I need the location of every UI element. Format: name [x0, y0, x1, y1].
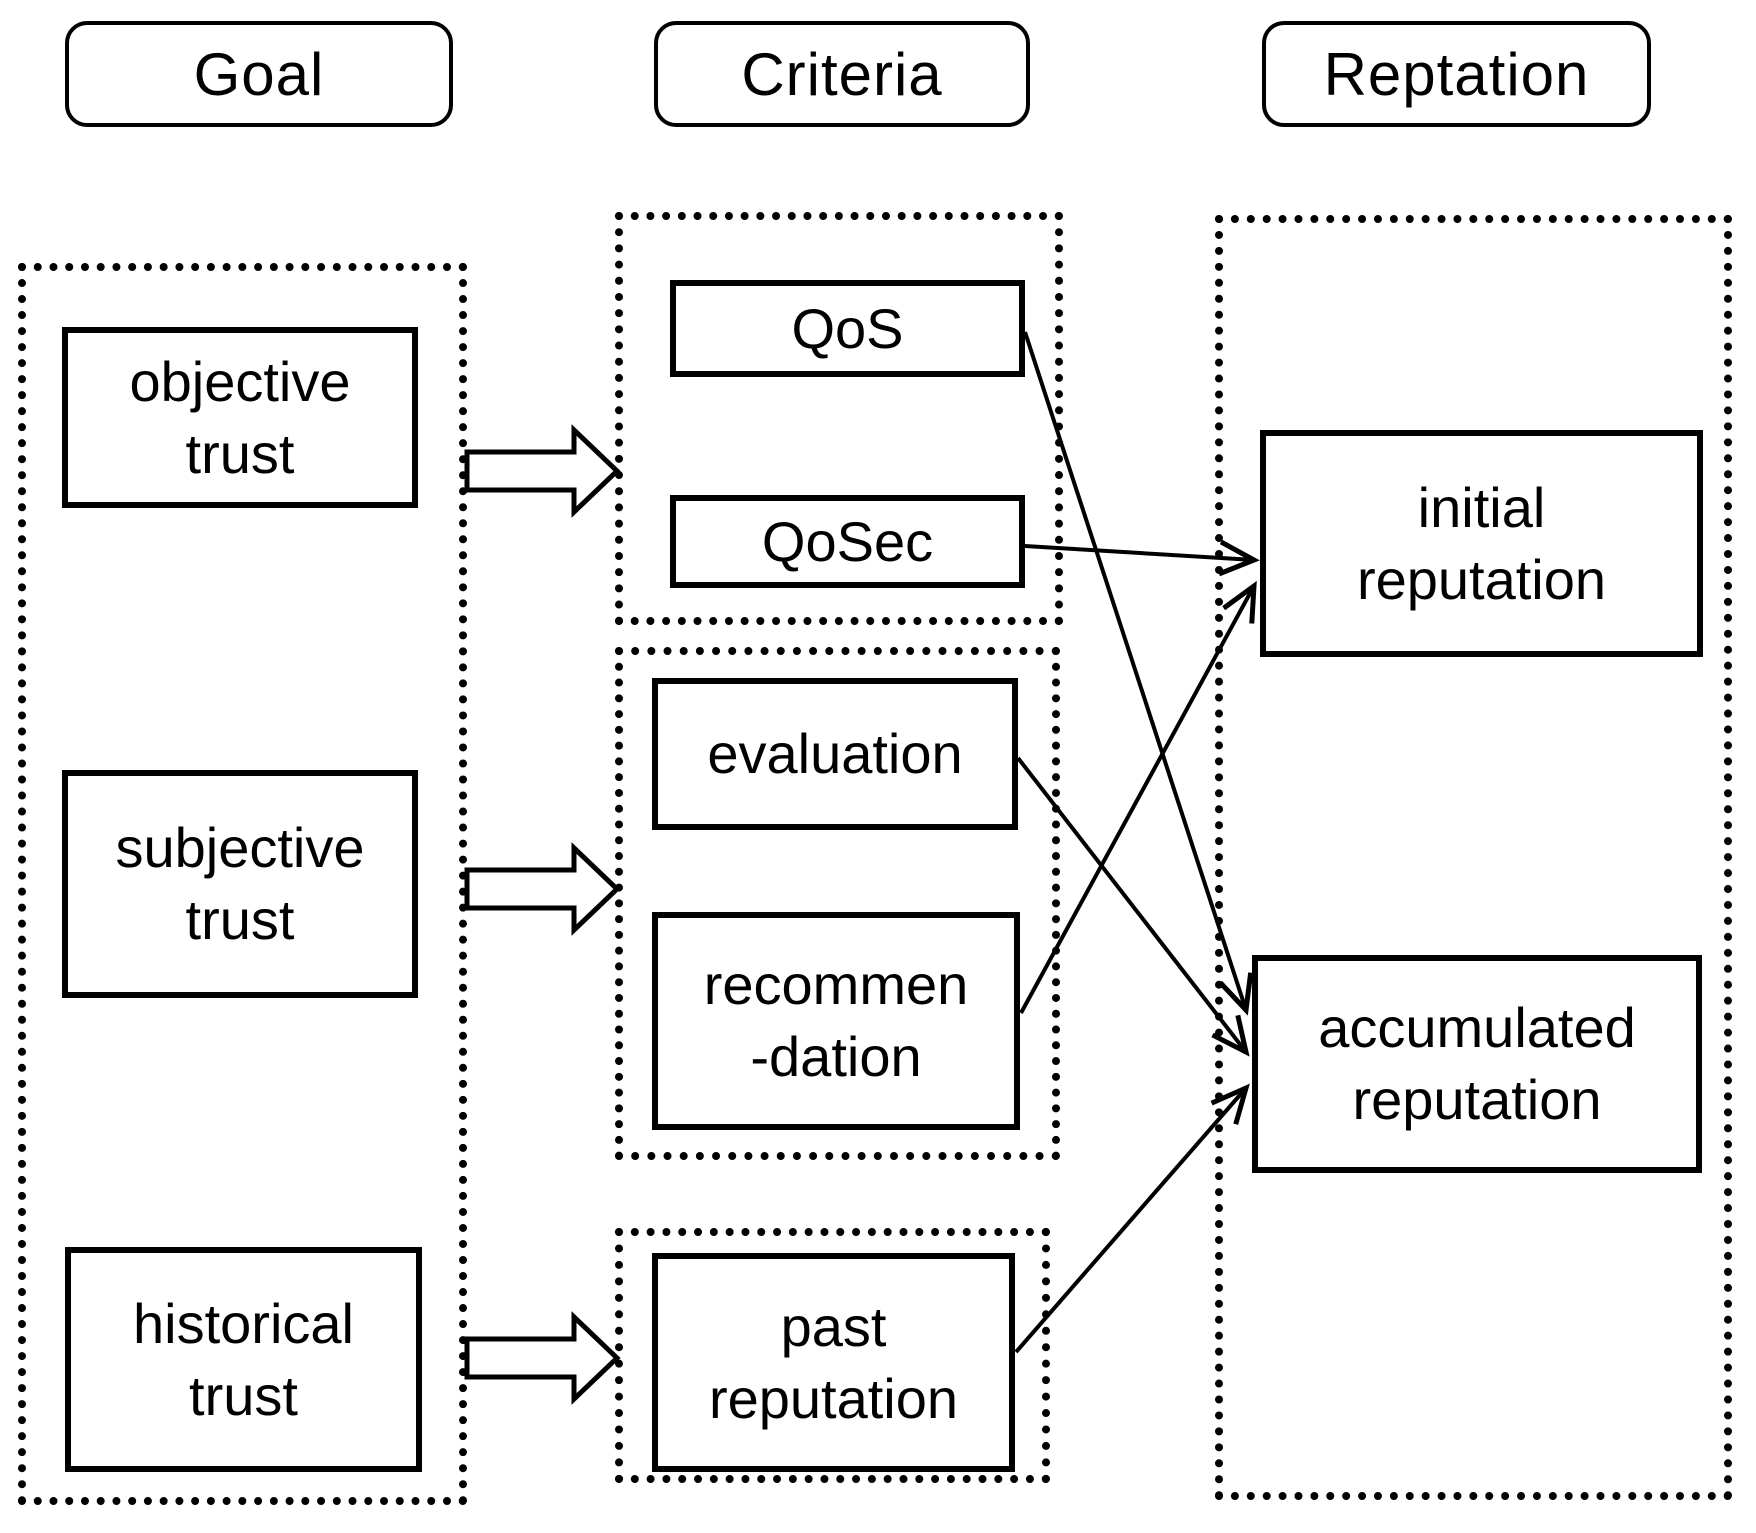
block-arrow-historical-to-group3 [464, 1311, 621, 1405]
node-historical-trust: historical trust [65, 1247, 422, 1472]
arrow-recommendation-to-initial-reputation [1019, 580, 1257, 1014]
accumulated-reputation-label: accumulated reputation [1318, 996, 1636, 1131]
arrow-qosec-to-initial-reputation [1024, 539, 1260, 577]
subjective-trust-label: subjective trust [115, 816, 365, 951]
node-evaluation: evaluation [652, 678, 1018, 830]
qosec-label: QoSec [761, 509, 934, 573]
goal-column-header: Goal [65, 21, 453, 127]
reputation-column-header: Reptation [1262, 21, 1651, 127]
arrow-evaluation-to-accumulated-reputation [1016, 756, 1250, 1057]
arrow-qos-to-accumulated-reputation [1023, 331, 1254, 1016]
objective-trust-label: objective trust [129, 349, 351, 485]
node-recommendation: recommen -dation [652, 912, 1020, 1130]
node-qosec: QoSec [670, 495, 1025, 588]
arrow-past-reputation-to-accumulated-reputation [1014, 1083, 1250, 1354]
criteria-header-label: Criteria [741, 40, 943, 108]
node-initial-reputation: initial reputation [1260, 430, 1703, 657]
historical-trust-label: historical trust [133, 1291, 354, 1427]
reputation-header-label: Reptation [1323, 40, 1590, 108]
node-accumulated-reputation: accumulated reputation [1252, 955, 1702, 1173]
node-past-reputation: past reputation [652, 1253, 1015, 1472]
reputation-group-container [1215, 215, 1732, 1500]
block-arrow-objective-to-group1 [464, 424, 621, 518]
criteria-column-header: Criteria [654, 21, 1030, 127]
criteria-group-3-container [615, 1228, 1050, 1483]
criteria-group-1-container [615, 212, 1063, 625]
node-subjective-trust: subjective trust [62, 770, 418, 998]
goal-header-label: Goal [193, 40, 325, 108]
past-reputation-label: past reputation [708, 1294, 959, 1430]
qos-label: QoS [791, 296, 904, 360]
evaluation-label: evaluation [707, 722, 963, 786]
initial-reputation-label: initial reputation [1356, 475, 1607, 611]
criteria-group-2-container [615, 647, 1060, 1160]
goal-group-container [18, 263, 467, 1505]
block-arrow-subjective-to-group2 [464, 842, 621, 936]
node-qos: QoS [670, 280, 1025, 377]
node-objective-trust: objective trust [62, 327, 418, 508]
recommendation-label: recommen -dation [703, 953, 969, 1088]
